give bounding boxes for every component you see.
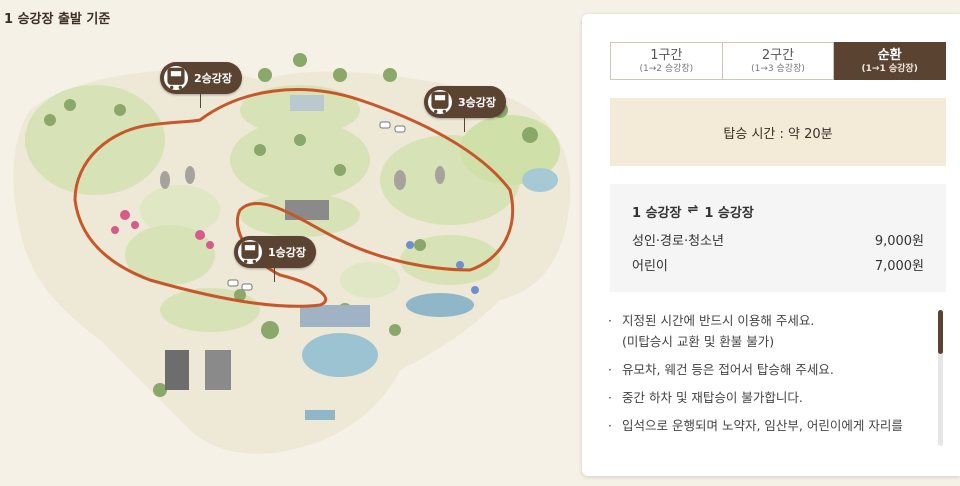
fare-row-adult: 성인·경로·청소년 9,000원 [632,229,924,254]
fare-label: 어린이 [632,259,668,274]
tab-section-2[interactable]: 2구간 (1→3 승강장) [722,42,835,80]
trees [44,53,538,397]
tab-section-1[interactable]: 1구간 (1→2 승강장) [610,42,723,80]
garden-patch [140,185,220,235]
page-title: 1 승강장 출발 기준 [4,12,111,27]
tab-sublabel: (1→3 승강장) [751,63,805,74]
round-trip-icon: ⇌ [687,202,699,217]
fare-box: 1 승강장 ⇌ 1 승강장 성인·경로·청소년 9,000원 어린이 7,000… [610,184,946,292]
notes-scrollbar[interactable] [938,310,943,446]
tram-icon [238,240,262,264]
station-label: 2승강장 [194,72,233,85]
bullet-icon: · [608,390,612,405]
ride-time-box: 탑승 시간 : 약 20분 [610,98,946,166]
garden-map: 2승강장 3승강장 1승강장 [0,30,580,486]
bullet-icon: · [608,362,612,377]
fare-price: 9,000원 [874,234,924,249]
pond [302,333,378,377]
tab-sublabel: (1→1 승강장) [861,63,918,74]
tab-label: 2구간 [761,47,795,63]
fare-row-child: 어린이 7,000원 [632,254,924,279]
note-item: · 중간 하차 및 재탑승이 불가합니다. [608,387,936,408]
garden-patch [25,85,165,195]
buildings [165,95,370,420]
garden-patch [340,262,400,298]
tab-label: 순환 [877,47,902,63]
note-text-sub: (미탑승시 교환 및 환불 불가) [622,334,775,349]
fare-label: 성인·경로·청소년 [632,234,724,249]
station-marker-2[interactable]: 2승강장 [160,62,243,108]
note-text: 중간 하차 및 재탑승이 불가합니다. [622,390,803,405]
section-tabs: 1구간 (1→2 승강장) 2구간 (1→3 승강장) 순환 (1→1 승강장) [610,42,947,80]
flowers [111,210,214,249]
tram-cars [227,121,406,291]
scrollbar-thumb[interactable] [938,310,943,354]
tram-route [73,88,515,308]
note-item: · 지정된 시간에 반드시 이용해 주세요. (미탑승시 교환 및 환불 불가) [608,310,936,352]
fare-route: 1 승강장 ⇌ 1 승강장 [632,202,924,221]
garden-patch [125,225,215,285]
tab-sublabel: (1→2 승강장) [639,63,694,74]
bullet-icon: · [608,418,612,433]
station-marker-3[interactable]: 3승강장 [424,86,507,132]
station-label: 1승강장 [268,246,307,259]
tram-icon [164,66,188,90]
station-label: 3승강장 [458,96,497,109]
ride-time-text: 탑승 시간 : 약 20분 [723,126,833,142]
pond [406,293,474,317]
tab-label: 1구간 [650,47,683,63]
tram-icon [428,90,452,114]
flowers-blue [406,241,479,294]
notes-list: · 지정된 시간에 반드시 이용해 주세요. (미탑승시 교환 및 환불 불가)… [608,310,936,450]
bullet-icon: · [608,313,612,328]
note-text: 유모차, 웨건 등은 접어서 탑승해 주세요. [622,362,834,377]
info-panel: 1구간 (1→2 승강장) 2구간 (1→3 승강장) 순환 (1→1 승강장)… [582,14,960,476]
rocks [160,166,445,190]
note-text: 지정된 시간에 반드시 이용해 주세요. [622,313,815,328]
note-item: · 입석으로 운행되며 노약자, 임산부, 어린이에게 자리를 [608,415,936,436]
note-item: · 유모차, 웨건 등은 접어서 탑승해 주세요. [608,359,936,380]
tab-circular[interactable]: 순환 (1→1 승강장) [834,42,947,80]
station-marker-1[interactable]: 1승강장 [234,236,317,282]
pond [522,168,558,192]
route-to: 1 승강장 [704,206,754,221]
note-text: 입석으로 운행되며 노약자, 임산부, 어린이에게 자리를 [622,418,903,433]
garden-patch [230,120,370,200]
route-from: 1 승강장 [632,206,682,221]
fare-price: 7,000원 [874,259,924,274]
